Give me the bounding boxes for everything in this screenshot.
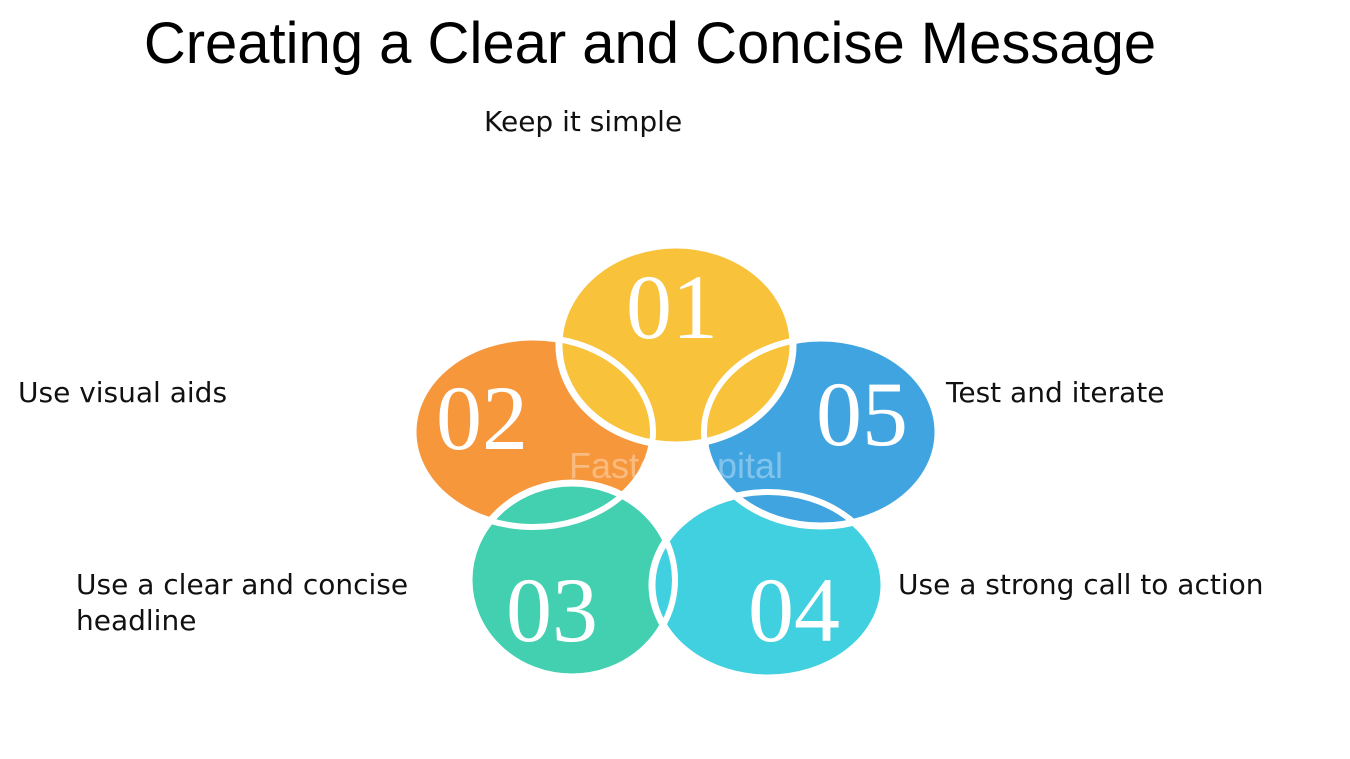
number-01: 01 [626,256,718,358]
watermark: FasterCapital [569,445,783,486]
number-03: 03 [506,559,598,661]
circle-01 [555,241,797,449]
label-call-to-action: Use a strong call to action [898,568,1264,601]
label-use-visual-aids: Use visual aids [18,376,228,409]
label-clear-headline: Use a clear and concise headline [76,567,426,639]
number-05: 05 [816,363,908,465]
number-04: 04 [748,559,840,661]
number-02: 02 [436,367,528,469]
label-clear-headline-text: Use a clear and concise headline [76,568,409,637]
label-keep-it-simple: Keep it simple [484,105,683,138]
page-title: Creating a Clear and Concise Message [143,11,1157,76]
label-test-and-iterate: Test and iterate [946,376,1165,409]
